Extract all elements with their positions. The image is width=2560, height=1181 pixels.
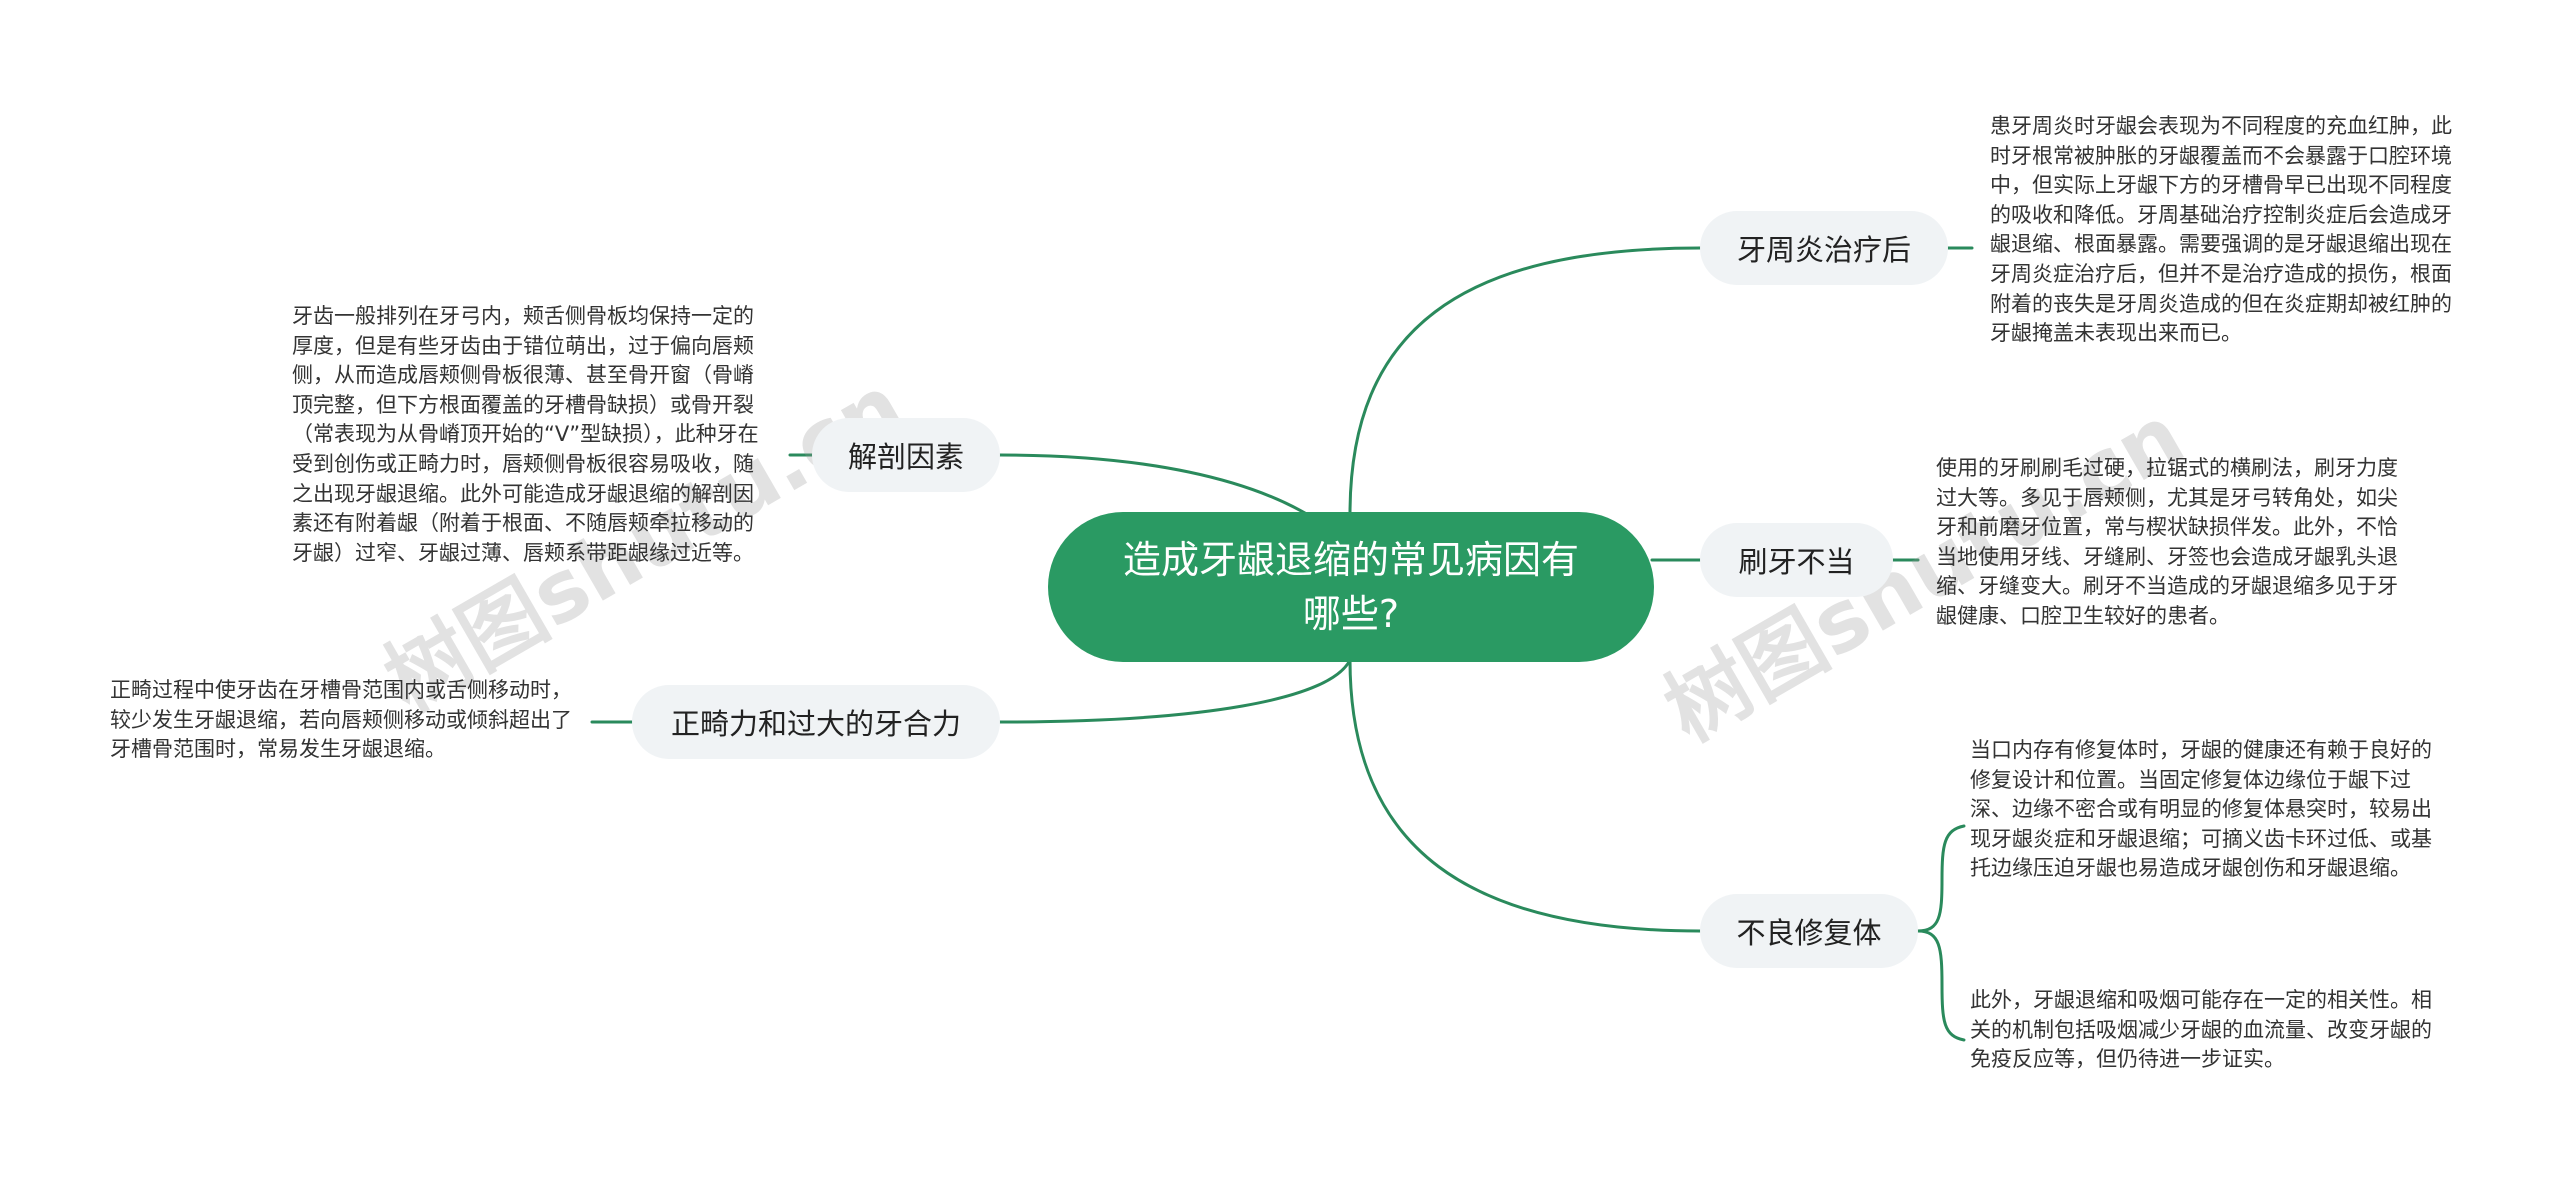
leaf-periodontal-detail: 患牙周炎时牙龈会表现为不同程度的充血红肿，此时牙根常被肿胀的牙龈覆盖而不会暴露于… <box>1990 114 2452 346</box>
leaf-restoration-detail-1: 当口内存有修复体时，牙龈的健康还有赖于良好的修复设计和位置。当固定修复体边缘位于… <box>1970 738 2432 881</box>
branch-brushing-label: 刷牙不当 <box>1738 545 1855 579</box>
leaf-brushing-detail: 使用的牙刷刷毛过硬，拉锯式的横刷法，刷牙力度过大等。多见于唇颊侧，尤其是牙弓转角… <box>1936 456 2398 628</box>
branch-periodontal-label: 牙周炎治疗后 <box>1736 233 1911 267</box>
leaf-anatomy-detail: 牙齿一般排列在牙弓内，颊舌侧骨板均保持一定的厚度，但是有些牙齿由于错位萌出，过于… <box>292 304 759 565</box>
edge-periodontal <box>1348 246 1702 516</box>
root-topic-label: 造成牙龈退缩的常见病因有哪些? <box>1122 538 1579 636</box>
edge-restoration <box>1348 658 1702 933</box>
root-topic[interactable]: 造成牙龈退缩的常见病因有哪些? <box>1048 512 1654 662</box>
edge-restoration-leaf-1 <box>1916 824 1966 933</box>
branch-anatomy[interactable]: 解剖因素 <box>812 418 1000 492</box>
edge-restoration-leaf-2 <box>1916 929 1966 1042</box>
branch-orthodontic-label: 正畸力和过大的牙合力 <box>670 707 961 741</box>
branch-periodontal[interactable]: 牙周炎治疗后 <box>1700 211 1948 285</box>
edge-anatomy <box>998 453 1312 518</box>
branch-orthodontic[interactable]: 正畸力和过大的牙合力 <box>632 685 1000 759</box>
edge-orthodontic <box>998 658 1352 724</box>
branch-restoration-label: 不良修复体 <box>1736 916 1882 950</box>
leaf-restoration-detail-2: 此外，牙龈退缩和吸烟可能存在一定的相关性。相关的机制包括吸烟减少牙龈的血流量、改… <box>1970 988 2432 1072</box>
branch-brushing[interactable]: 刷牙不当 <box>1700 523 1893 597</box>
leaf-orthodontic-detail: 正畸过程中使牙齿在牙槽骨范围内或舌侧移动时，较少发生牙龈退缩，若向唇颊侧移动或倾… <box>110 678 572 762</box>
branch-restoration[interactable]: 不良修复体 <box>1700 894 1918 968</box>
branch-anatomy-label: 解剖因素 <box>847 440 964 474</box>
